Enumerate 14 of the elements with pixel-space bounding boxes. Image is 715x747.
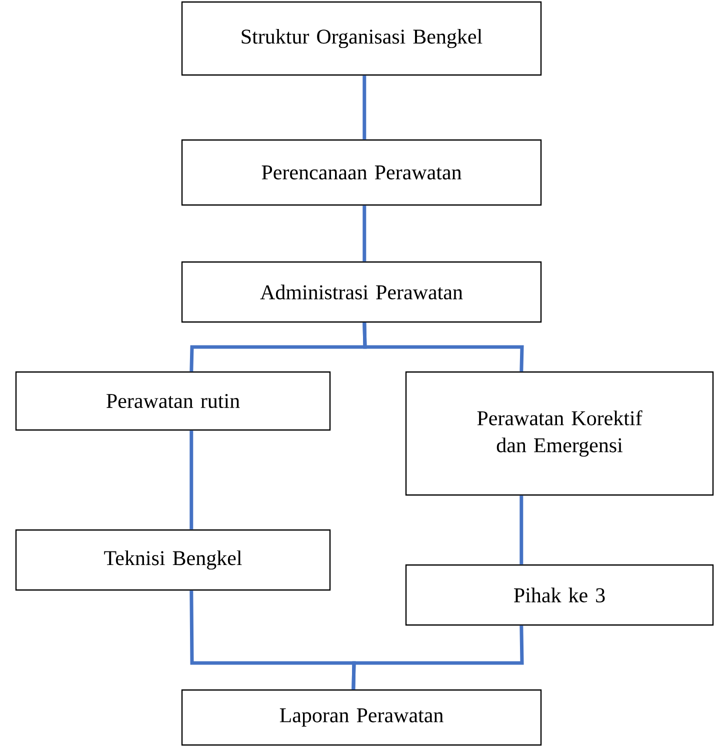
connector-line [362,76,366,140]
process-box: Teknisi Bengkel [15,529,331,591]
process-box: Struktur Organisasi Bengkel [181,1,542,76]
connector-line [352,626,524,690]
process-box: Administrasi Perawatan [181,261,542,323]
connector-line [362,322,524,372]
process-box: Laporan Perawatan [181,689,542,746]
process-box: Perawatan rutin [15,371,331,431]
connector-line [190,430,194,530]
connector-line [520,496,524,564]
connector-line [362,206,366,262]
process-box: Perencanaan Perawatan [181,139,542,206]
process-box: Perawatan Korektif dan Emergensi [405,371,714,496]
process-box: Pihak ke 3 [405,564,714,626]
